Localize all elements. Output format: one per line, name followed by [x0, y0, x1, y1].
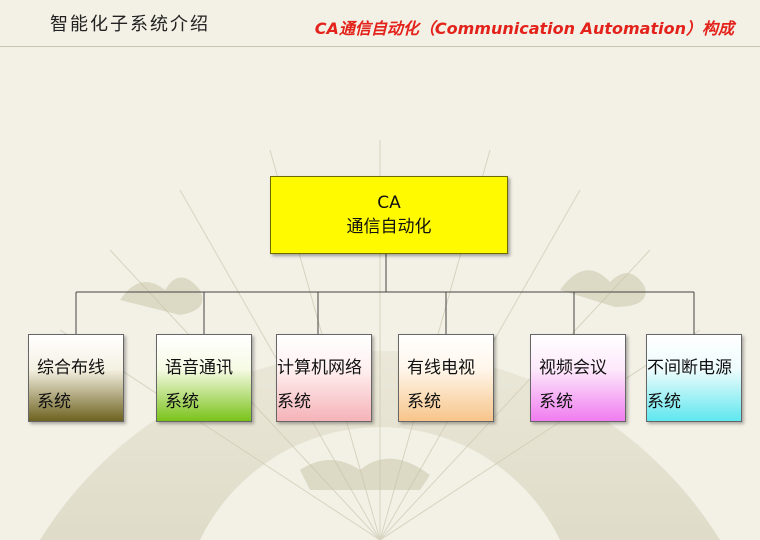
node-label-line2: 系统 — [647, 392, 681, 412]
node-label-line2: 系统 — [277, 392, 311, 412]
node-label-line2: 系统 — [165, 392, 199, 412]
node-cabling-system: 综合布线 系统 — [28, 334, 124, 422]
root-node-line2: 通信自动化 — [346, 217, 432, 237]
node-label-line2: 系统 — [539, 392, 573, 412]
root-node-ca: CA 通信自动化 — [270, 176, 508, 254]
node-voice-communication-system: 语音通讯 系统 — [156, 334, 252, 422]
node-label-line1: 视频会议 — [539, 358, 607, 378]
node-label-line1: 不间断电源 — [647, 358, 732, 378]
node-computer-network-system: 计算机网络 系统 — [276, 334, 372, 422]
page-title: 智能化子系统介绍 — [50, 14, 210, 35]
header-divider — [0, 46, 760, 47]
node-ups-system: 不间断电源 系统 — [646, 334, 742, 422]
node-label-line1: 综合布线 — [37, 358, 105, 378]
node-video-conference-system: 视频会议 系统 — [530, 334, 626, 422]
node-label-line1: 有线电视 — [407, 358, 475, 378]
root-node-line1: CA — [377, 193, 401, 213]
page-subtitle: CA通信自动化（Communication Automation）构成 — [314, 19, 734, 38]
node-label-line2: 系统 — [407, 392, 441, 412]
node-label-line1: 计算机网络 — [277, 358, 362, 378]
node-label-line2: 系统 — [37, 392, 71, 412]
node-cable-tv-system: 有线电视 系统 — [398, 334, 494, 422]
node-label-line1: 语音通讯 — [165, 358, 233, 378]
